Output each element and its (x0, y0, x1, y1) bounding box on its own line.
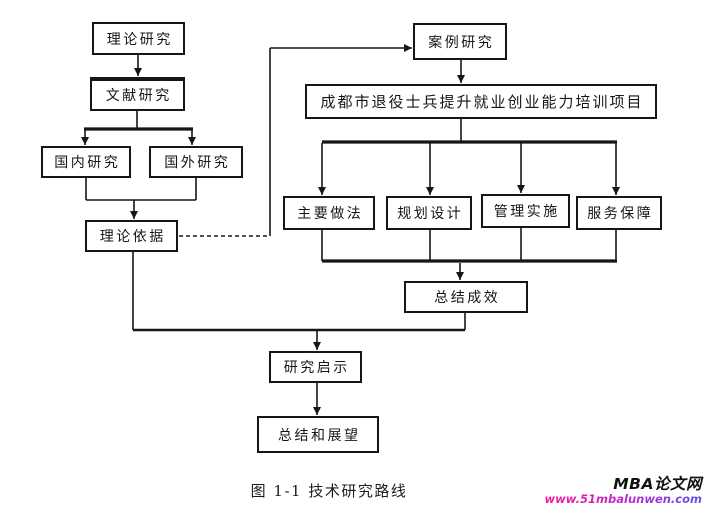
watermark-site-name: MBA论文网 (613, 475, 702, 494)
node-foreign-research: 国外研究 (149, 146, 243, 178)
node-theoretical-basis: 理论依据 (85, 220, 178, 252)
node-theory-research: 理论研究 (92, 22, 185, 55)
edge-to-research-implications (132, 252, 466, 350)
node-case-study: 案例研究 (413, 23, 507, 60)
node-main-practices: 主要做法 (283, 196, 375, 230)
watermark-site-url: www.51mbalunwen.com (544, 492, 702, 507)
node-domestic-research: 国内研究 (41, 146, 131, 178)
watermark: MBA论文网 www.51mbalunwen.com (545, 476, 702, 506)
edge-project-split (318, 119, 620, 195)
edge-merge-to-theoretical-basis (85, 178, 197, 219)
node-research-implications: 研究启示 (269, 351, 362, 383)
node-literature-research: 文献研究 (90, 77, 185, 111)
edge-four-to-summary-results (321, 228, 617, 280)
edge-literature-split (81, 111, 196, 145)
node-planning-design: 规划设计 (386, 196, 472, 230)
node-project: 成都市退役士兵提升就业创业能力培训项目 (305, 84, 657, 119)
node-summary-outlook: 总结和展望 (257, 416, 379, 453)
node-summary-results: 总结成效 (404, 281, 528, 313)
edge-theoretical-basis-to-case-study (179, 44, 412, 237)
node-management-implementation: 管理实施 (481, 194, 570, 228)
node-service-guarantee: 服务保障 (576, 196, 662, 230)
figure-caption: 图 1-1 技术研究路线 (250, 482, 408, 500)
